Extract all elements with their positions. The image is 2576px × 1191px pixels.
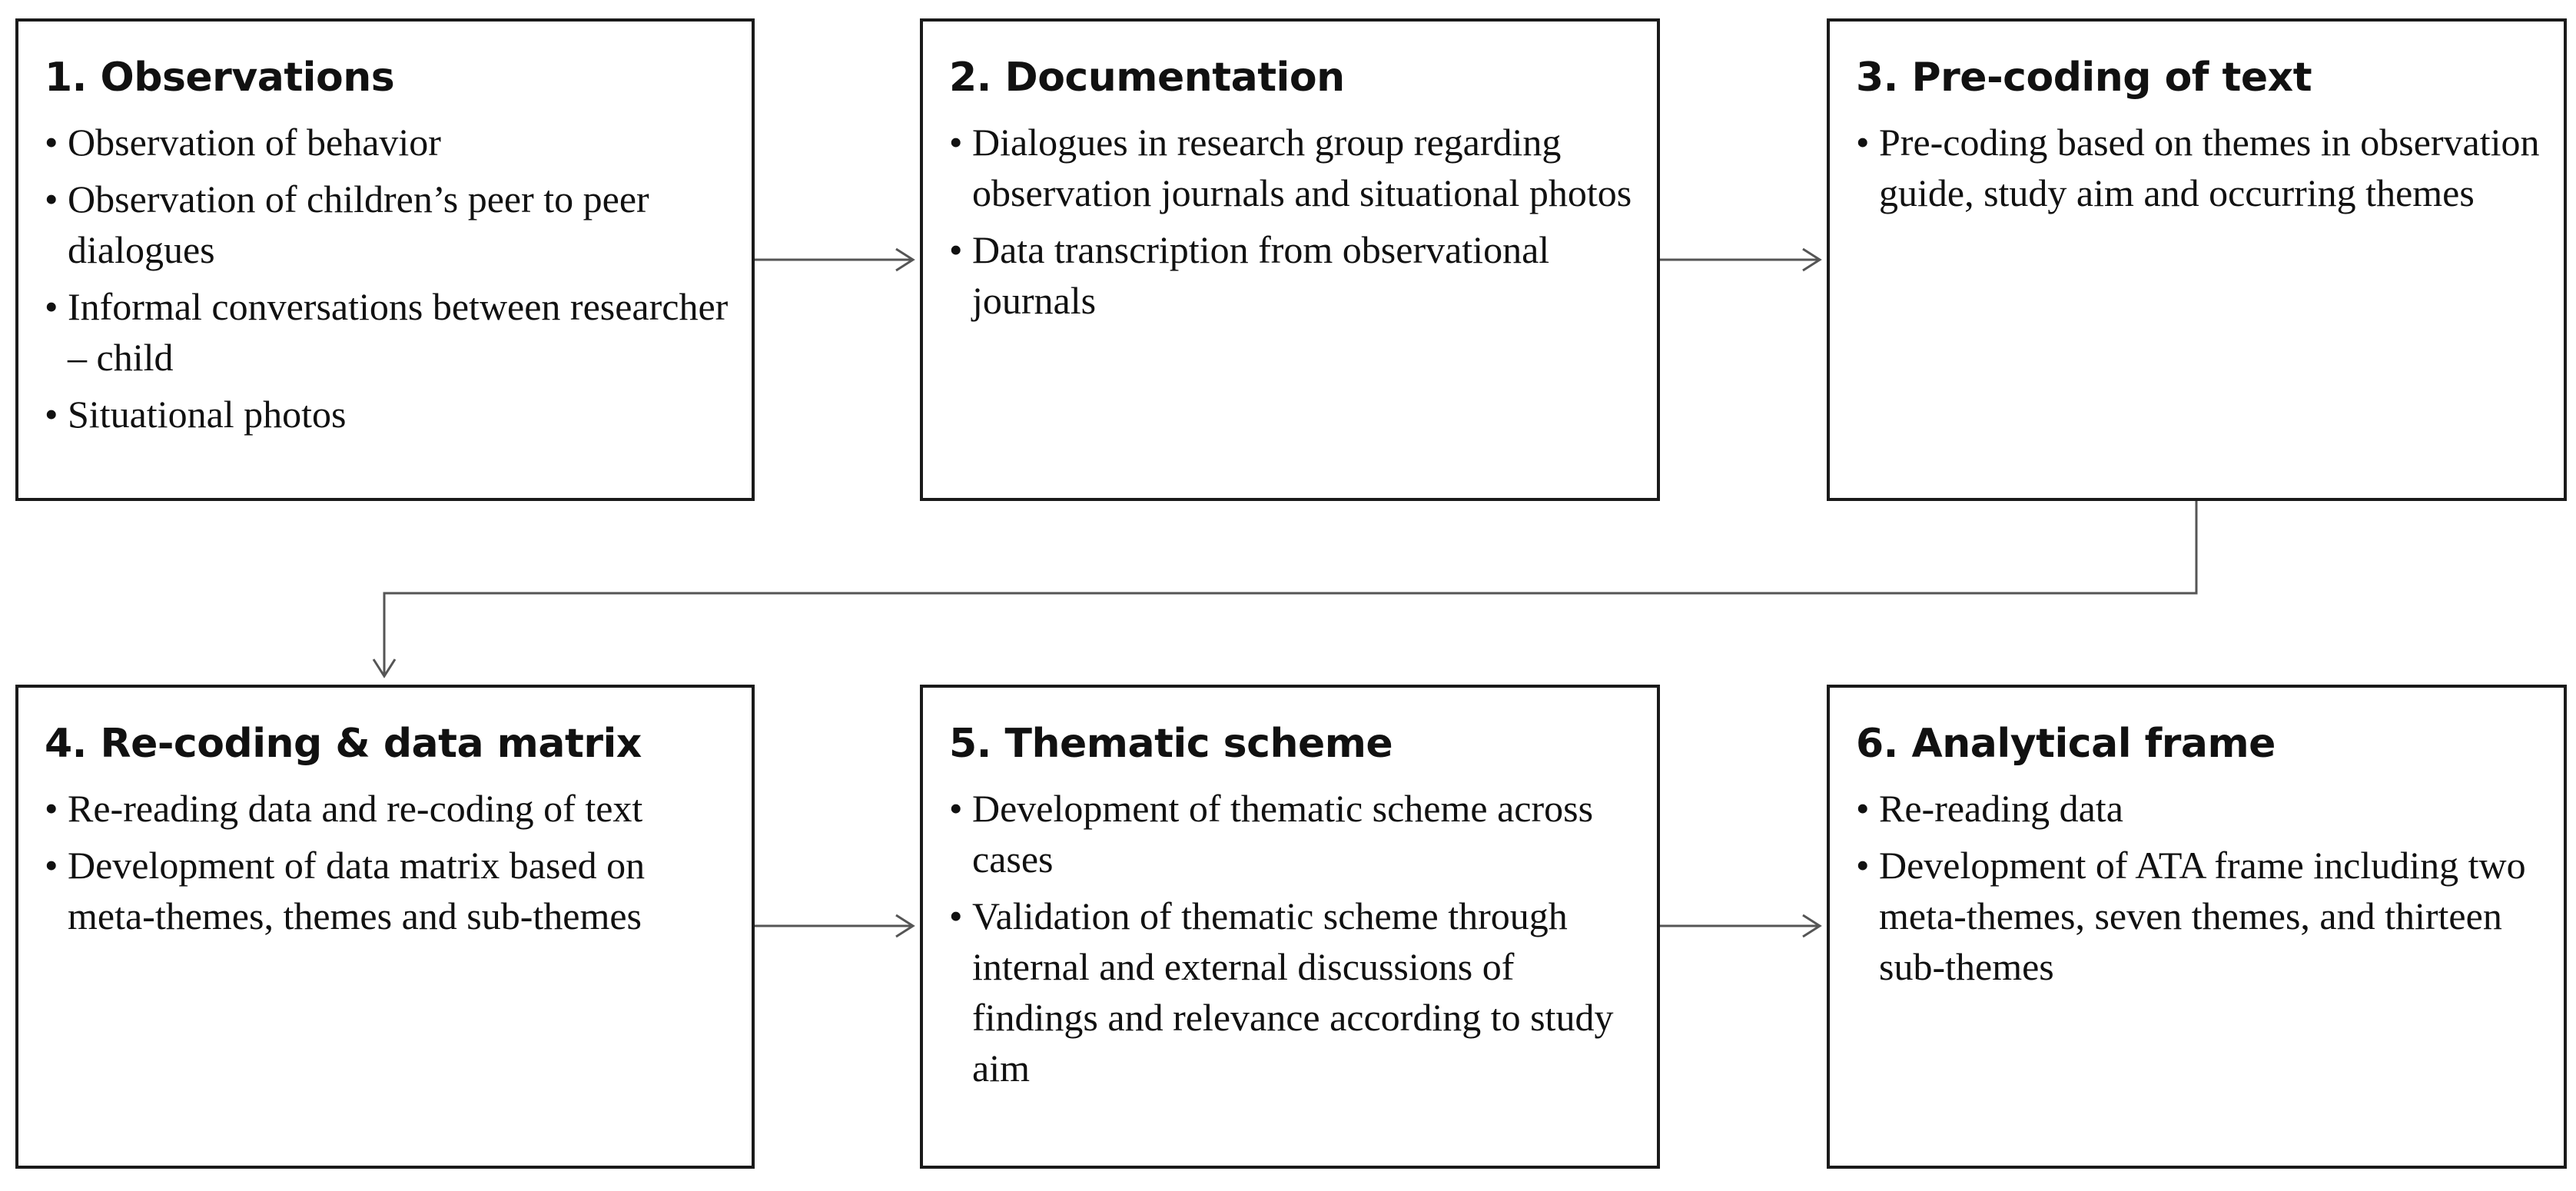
bullet-item: •Development of thematic scheme across c… [949,783,1634,884]
bullet-item: •Data transcription from observational j… [949,224,1634,326]
step-box-observations: 1. Observations •Observation of behavior… [15,18,755,501]
bullet-list: •Pre-coding based on themes in observati… [1856,117,2541,218]
arrowhead-2-to-3 [1802,247,1822,272]
bullet-icon: • [45,177,58,221]
arrowhead-5-to-6 [1802,914,1822,938]
bullet-list: •Development of thematic scheme across c… [949,783,1634,1093]
bullet-icon: • [45,787,58,830]
step-box-analytical-frame: 6. Analytical frame •Re-reading data •De… [1827,685,2567,1169]
bullet-list: •Observation of behavior •Observation of… [45,117,729,440]
step-title: 2. Documentation [949,55,1345,101]
bullet-icon: • [45,285,58,328]
bullet-item: •Informal conversations between research… [45,281,729,383]
bullet-item: •Dialogues in research group regarding o… [949,117,1634,218]
bullet-item: •Development of data matrix based on met… [45,840,729,941]
bullet-icon: • [45,393,58,436]
arrowhead-4-to-5 [895,914,915,938]
arrowhead-1-to-2 [895,247,915,272]
bullet-item: •Validation of thematic scheme through i… [949,891,1634,1093]
bullet-item: •Observation of behavior [45,117,729,168]
step-title: 4. Re-coding & data matrix [45,721,642,767]
step-title: 6. Analytical frame [1856,721,2276,767]
arrow-3-to-4 [383,500,2198,676]
bullet-item: •Pre-coding based on themes in observati… [1856,117,2541,218]
bullet-item: •Re-reading data [1856,783,2541,834]
bullet-item: •Re-reading data and re-coding of text [45,783,729,834]
arrowhead-3-to-4 [372,659,397,678]
bullet-icon: • [45,844,58,887]
bullet-icon: • [1856,121,1870,164]
bullet-item: •Observation of children’s peer to peer … [45,174,729,275]
step-title: 1. Observations [45,55,395,101]
bullet-icon: • [949,894,963,937]
bullet-icon: • [949,787,963,830]
bullet-list: •Re-reading data and re-coding of text •… [45,783,729,941]
step-box-pre-coding: 3. Pre-coding of text •Pre-coding based … [1827,18,2567,501]
bullet-item: •Development of ATA frame including two … [1856,840,2541,992]
bullet-list: •Re-reading data •Development of ATA fra… [1856,783,2541,992]
step-box-thematic-scheme: 5. Thematic scheme •Development of thema… [920,685,1660,1169]
bullet-icon: • [1856,787,1870,830]
step-title: 5. Thematic scheme [949,721,1393,767]
step-box-re-coding: 4. Re-coding & data matrix •Re-reading d… [15,685,755,1169]
bullet-icon: • [1856,844,1870,887]
bullet-item: •Situational photos [45,389,729,440]
step-title: 3. Pre-coding of text [1856,55,2312,101]
bullet-icon: • [949,121,963,164]
bullet-icon: • [949,228,963,271]
bullet-icon: • [45,121,58,164]
step-box-documentation: 2. Documentation •Dialogues in research … [920,18,1660,501]
bullet-list: •Dialogues in research group regarding o… [949,117,1634,326]
